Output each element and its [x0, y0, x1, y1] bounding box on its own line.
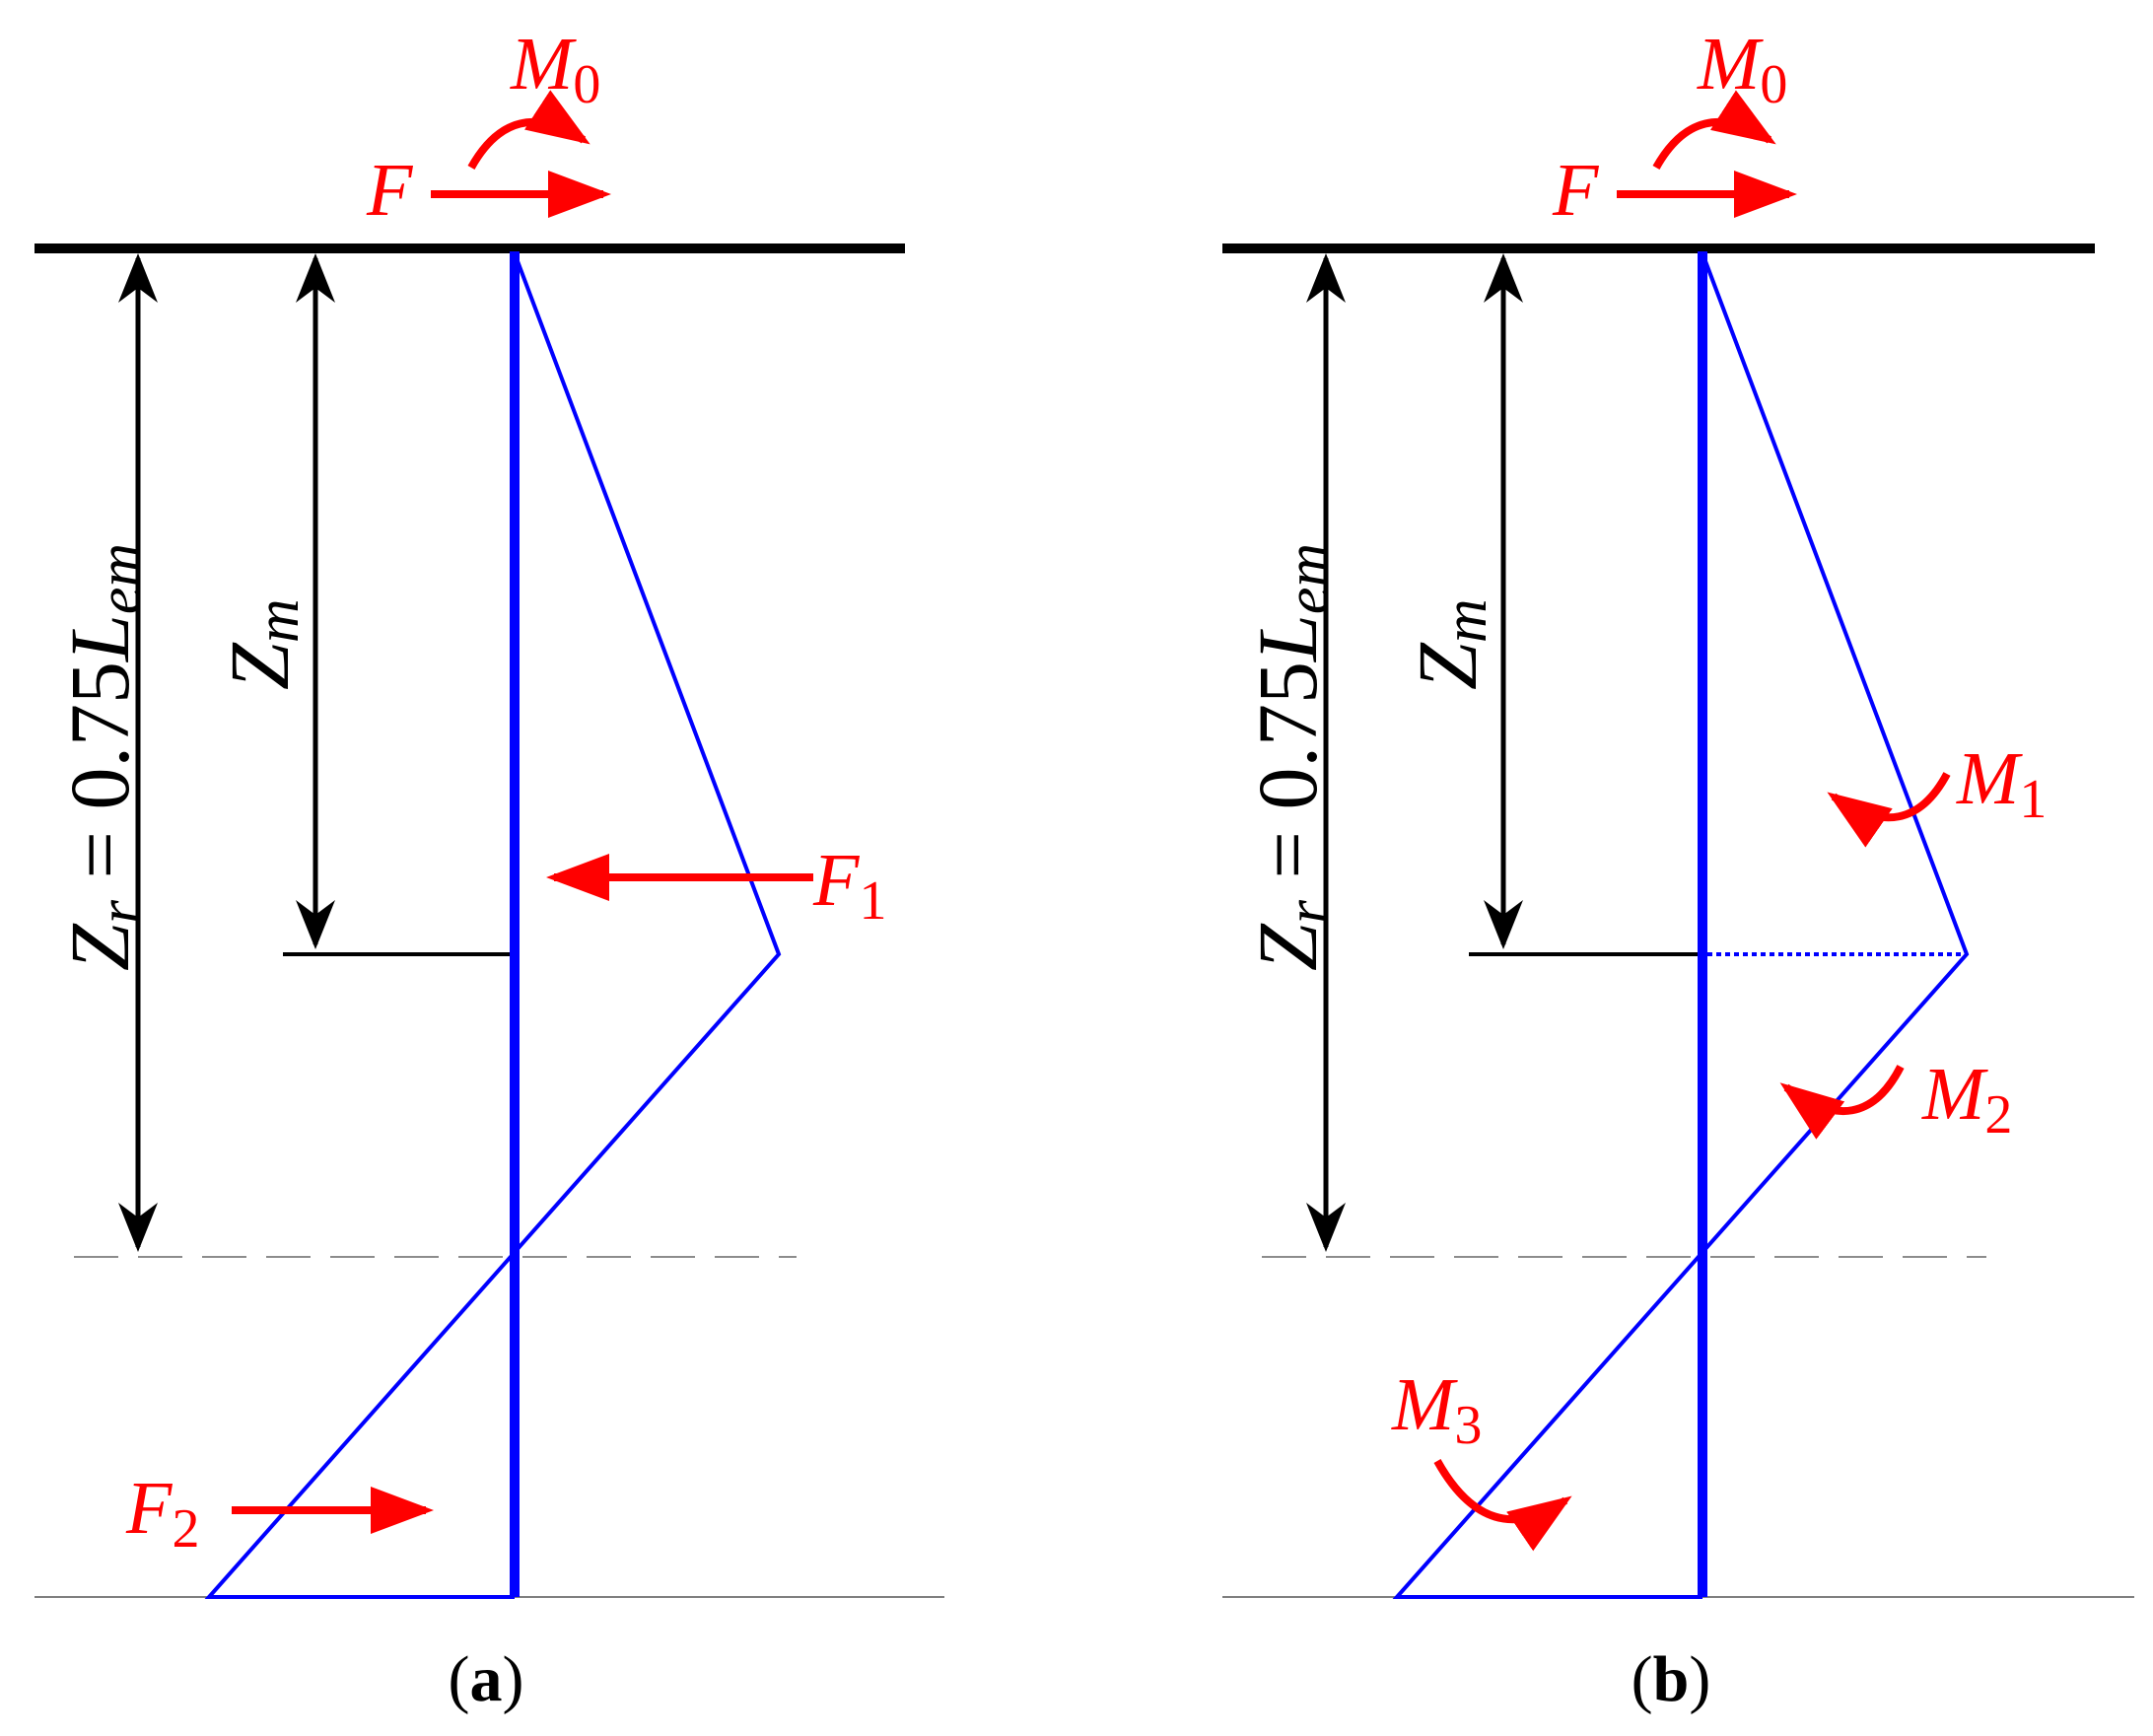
soil-reaction-profile [1392, 252, 1970, 1599]
zm-label: Zm [1400, 598, 1499, 690]
force-f-label: F [1552, 149, 1600, 232]
panel-b: F M0 M1 M2 M3 Zm Zr = 0.75Lem (b) [1222, 23, 2134, 1715]
zr-label: Zr = 0.75Lem [1240, 543, 1342, 971]
moment-m2-label: M2 [1921, 1053, 2012, 1146]
zr-label: Zr = 0.75Lem [52, 543, 154, 971]
svg-text:Zm: Zm [212, 598, 312, 690]
moment-m0-label: M0 [510, 23, 600, 115]
svg-text:Zm: Zm [1400, 598, 1499, 690]
force-f-label: F [366, 149, 414, 232]
moment-m1-label: M1 [1956, 737, 2047, 830]
force-f1-label: F1 [812, 839, 886, 932]
applied-moment-arrow [467, 90, 590, 170]
moment-m3-label: M3 [1391, 1363, 1482, 1456]
panel-a-caption: (a) [449, 1643, 524, 1715]
force-f2-label: F2 [125, 1467, 199, 1560]
panel-a: F M0 F1 F2 Zm Zr = 0.75Lem (a) [35, 23, 944, 1715]
panel-b-caption: (b) [1632, 1643, 1711, 1715]
applied-moment-arrow [1652, 90, 1776, 170]
moment-m0-label: M0 [1697, 23, 1787, 115]
svg-text:Zr = 0.75Lem: Zr = 0.75Lem [1240, 543, 1342, 971]
m1-moment-arrow [1827, 772, 1951, 848]
svg-text:Zr = 0.75Lem: Zr = 0.75Lem [52, 543, 154, 971]
m3-moment-arrow [1433, 1459, 1572, 1552]
soil-reaction-profile [204, 252, 782, 1599]
m2-moment-arrow [1779, 1065, 1905, 1140]
zm-label: Zm [212, 598, 312, 690]
